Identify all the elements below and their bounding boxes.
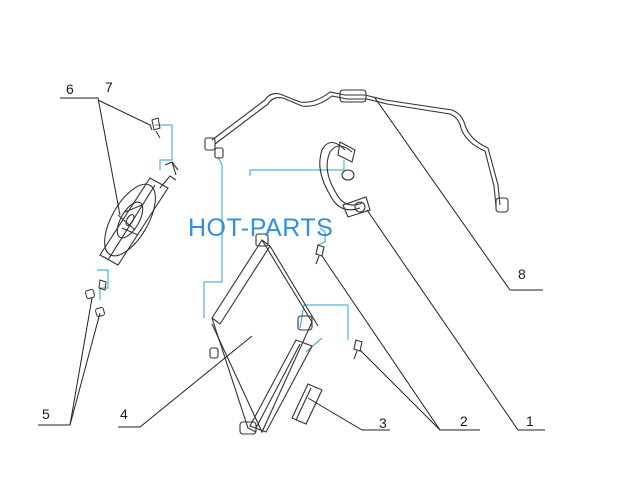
callout-8: 8 <box>518 266 526 282</box>
part-1-hose <box>319 141 371 218</box>
callout-7: 7 <box>105 79 113 95</box>
callout-4: 4 <box>120 406 128 422</box>
callout-labels: 1 2 3 4 5 6 7 8 <box>42 79 534 431</box>
part-2-bolts <box>315 244 363 360</box>
receiver-drier <box>249 315 313 433</box>
callout-5: 5 <box>42 406 50 422</box>
leader-lines <box>38 97 545 431</box>
callout-3: 3 <box>379 415 387 431</box>
callout-2: 2 <box>460 413 468 429</box>
part-3-filter <box>291 383 323 425</box>
part-7-fasteners <box>151 117 161 139</box>
part-5-mounts <box>85 279 107 317</box>
callout-1: 1 <box>526 413 534 429</box>
part-6-fan-assembly <box>99 161 179 266</box>
part-4-condenser <box>209 233 319 435</box>
part-8-ac-pipe <box>204 89 509 213</box>
callout-6: 6 <box>66 81 74 97</box>
